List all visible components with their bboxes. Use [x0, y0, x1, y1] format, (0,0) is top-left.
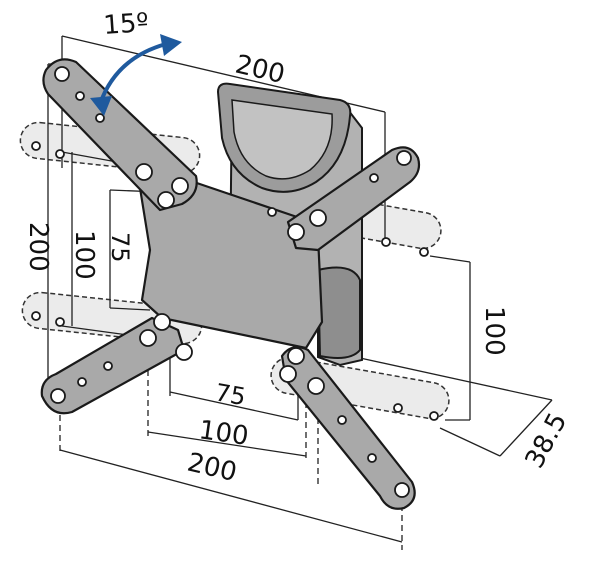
- hole: [279, 365, 297, 383]
- rotation-arc: [98, 42, 167, 105]
- hole: [369, 173, 379, 183]
- bracket-shield-face: [231, 99, 333, 180]
- hole: [31, 141, 41, 151]
- bottom-middle-line: [147, 431, 307, 457]
- left-middle-height-label: 100: [69, 230, 99, 280]
- hole: [139, 329, 157, 347]
- hole: [55, 149, 65, 159]
- hole: [50, 388, 66, 404]
- depth-label: 38.5: [520, 408, 574, 473]
- bracket-cylinder: [316, 266, 361, 359]
- depth-line-bottom: [439, 427, 501, 457]
- hole: [287, 347, 305, 365]
- left-outer-height-label: 200: [23, 222, 53, 272]
- hole: [307, 377, 325, 395]
- hole: [429, 411, 439, 421]
- rotation-arrowhead-right: [160, 34, 182, 56]
- hole: [309, 209, 327, 227]
- hole: [153, 313, 171, 331]
- hole: [381, 237, 391, 247]
- hole: [367, 453, 377, 463]
- hole: [396, 150, 412, 166]
- dimension-lines: [47, 35, 553, 550]
- hole: [267, 207, 277, 217]
- hole: [419, 247, 429, 257]
- bottom-outer-width-label: 200: [184, 448, 239, 488]
- rotation-arrow: [90, 34, 182, 116]
- bottom-middle-width-label: 100: [197, 415, 250, 452]
- mount-holes: [31, 66, 439, 498]
- hole: [394, 482, 410, 498]
- hole: [157, 191, 175, 209]
- bottom-outer-line: [59, 449, 403, 543]
- left-inner-height-label: 75: [106, 232, 134, 263]
- hole: [55, 317, 65, 327]
- right-height-label: 100: [479, 306, 509, 356]
- bottom-inner-width-label: 75: [213, 378, 248, 411]
- bottom-inner-line: [169, 391, 299, 421]
- rotation-label: 15º: [102, 8, 149, 41]
- hole: [175, 343, 193, 361]
- hole: [393, 403, 403, 413]
- hole: [31, 311, 41, 321]
- hole: [135, 163, 153, 181]
- right-height-top-tick: [429, 255, 471, 263]
- depth-line-top: [359, 357, 553, 401]
- hole: [287, 223, 305, 241]
- hole: [77, 377, 87, 387]
- hole: [103, 361, 113, 371]
- arm-center-plate: [138, 176, 324, 350]
- hole: [337, 415, 347, 425]
- hole: [95, 113, 105, 123]
- rotation-arrowhead-down: [90, 96, 112, 116]
- hole: [171, 177, 189, 195]
- top-width-label: 200: [232, 50, 287, 90]
- hole: [54, 66, 70, 82]
- left-inner-bottom-tick: [109, 307, 151, 311]
- hole: [75, 91, 85, 101]
- depth-line-edge: [499, 399, 553, 457]
